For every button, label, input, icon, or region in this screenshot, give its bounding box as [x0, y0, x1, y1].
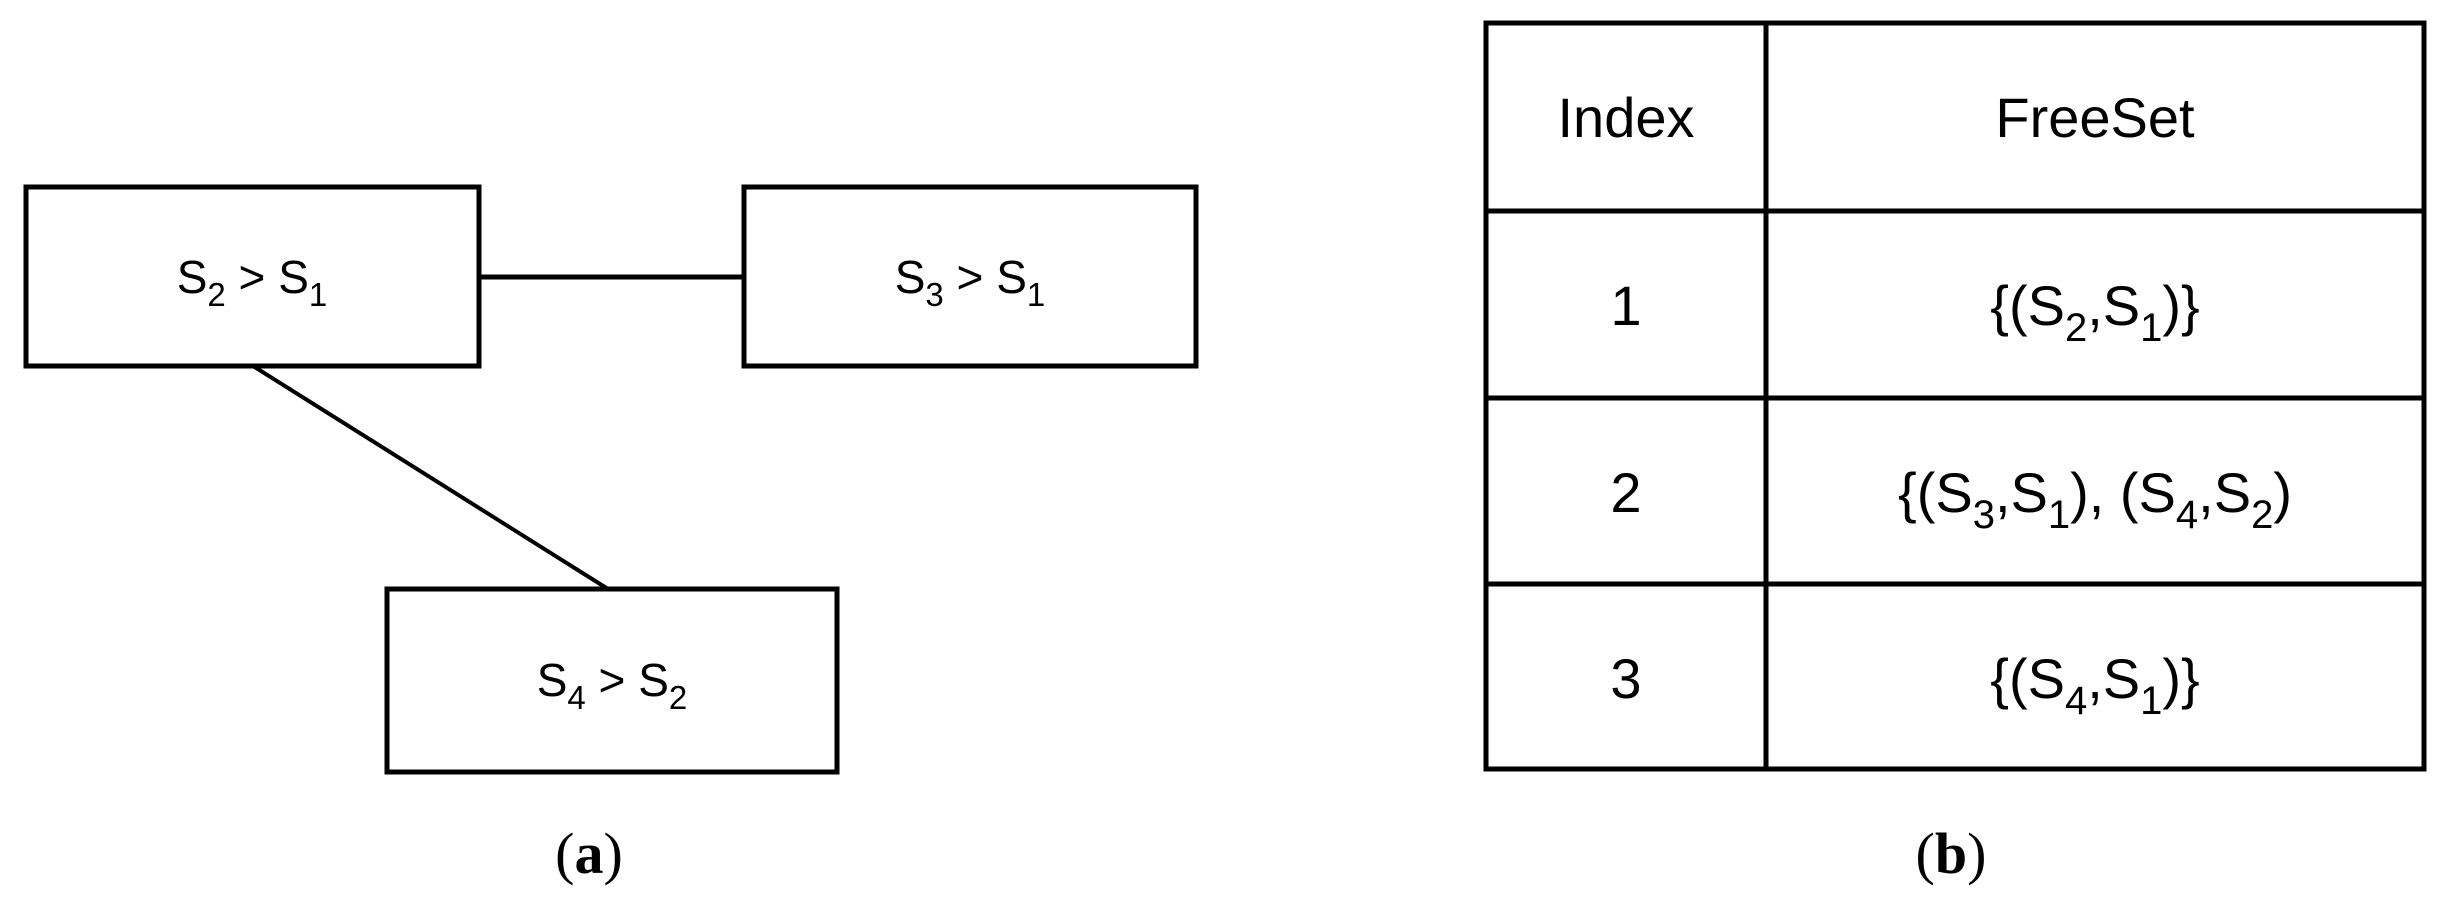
panel-a-graph: S2 > S1 S3 > S1 S4 > S2 (a)	[23, 184, 1199, 886]
subscript: 1	[2048, 493, 2070, 537]
text-run: ), (S	[2070, 461, 2176, 524]
node-label-1: S2 > S1	[177, 251, 328, 313]
subscript: 3	[925, 276, 943, 313]
node-label-3: S4 > S2	[537, 654, 688, 716]
text-run: )}	[2162, 647, 2199, 710]
subscript: 4	[567, 679, 585, 716]
text-run: > S	[226, 251, 309, 303]
row-3-index: 3	[1610, 647, 1641, 710]
subscript: 1	[1027, 276, 1045, 313]
text-run: S	[177, 251, 208, 303]
subscript: 2	[2065, 306, 2087, 350]
row-2-freeset: {(S3,S1), (S4,S2)	[1898, 461, 2292, 537]
text-run: {(S	[1898, 461, 1973, 524]
text-run: )}	[2162, 274, 2199, 337]
subscript: 3	[1973, 493, 1995, 537]
row-1-freeset: {(S2,S1)}	[1990, 274, 2199, 350]
subscript: 1	[2140, 679, 2162, 723]
subscript: 1	[309, 276, 327, 313]
header-freeset: FreeSet	[1995, 86, 2195, 149]
caption-a: (a)	[555, 821, 623, 886]
subscript: 4	[2065, 679, 2087, 723]
row-3-freeset: {(S4,S1)}	[1990, 647, 2199, 723]
text-run: > S	[586, 654, 669, 706]
subscript: 4	[2176, 493, 2198, 537]
text-run: S	[537, 654, 568, 706]
row-2-index: 2	[1610, 461, 1641, 524]
text-run: S	[895, 251, 926, 303]
text-run: ,S	[1995, 461, 2048, 524]
text-run: > S	[944, 251, 1027, 303]
subscript: 2	[669, 679, 687, 716]
text-run: ,S	[2087, 647, 2140, 710]
node-box-3	[384, 586, 840, 775]
node-box-1	[23, 184, 482, 369]
edge-node1-node3	[251, 364, 610, 591]
text-run: ,S	[2198, 461, 2251, 524]
subscript: 2	[207, 276, 225, 313]
text-run: {(S	[1990, 647, 2065, 710]
text-run: {(S	[1990, 274, 2065, 337]
node-label-2: S3 > S1	[895, 251, 1046, 313]
text-run: )	[2273, 461, 2292, 524]
subscript: 1	[2140, 306, 2162, 350]
row-1-index: 1	[1610, 274, 1641, 337]
subscript: 2	[2251, 493, 2273, 537]
header-index: Index	[1558, 86, 1695, 149]
caption-b: (b)	[1916, 821, 1987, 886]
text-run: ,S	[2087, 274, 2140, 337]
panel-b-table: Index FreeSet 1 {(S2,S1)} 2 {(S3,S1), (S…	[1483, 20, 2427, 886]
node-box-2	[741, 184, 1199, 369]
